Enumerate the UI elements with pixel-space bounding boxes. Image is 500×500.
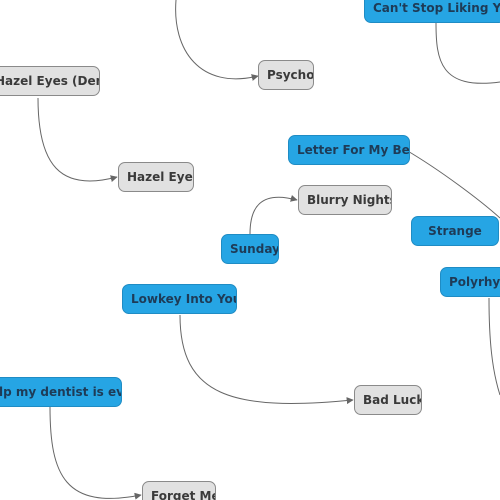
node-psycho[interactable]: Psycho [258, 60, 314, 90]
edge-letter-for-my-bed-offscreen [405, 149, 500, 219]
node-cant-stop-liking-you[interactable]: Can't Stop Liking You [364, 0, 500, 23]
edge-hazel-eyes-demo-to-hazel-eyes [37, 97, 118, 182]
edge-help-my-dentist-to-forget-me [49, 406, 142, 500]
node-blurry-nights[interactable]: Blurry Nights [298, 185, 392, 215]
node-hazel-eyes-demo[interactable]: Hazel Eyes (Demo) [0, 66, 100, 96]
edge-sunday-to-blurry-nights [249, 194, 298, 235]
node-polyrhythm[interactable]: Polyrhyth [440, 267, 500, 297]
node-hazel-eyes[interactable]: Hazel Eyes [118, 162, 194, 192]
node-strange[interactable]: Strange [411, 216, 499, 246]
node-help-my-dentist-is-evil[interactable]: lp my dentist is evil [0, 377, 122, 407]
node-forget-me[interactable]: Forget Me [142, 481, 216, 500]
node-bad-luck[interactable]: Bad Luck [354, 385, 422, 415]
node-letter-for-my-bed[interactable]: Letter For My Bed [288, 135, 410, 165]
edge-polyrhythm-offscreen [488, 297, 500, 396]
edge-cant-stop-liking-you-offscreen [435, 22, 500, 84]
edge-offscreen-to-psycho [175, 0, 259, 81]
node-sunday[interactable]: Sunday [221, 234, 279, 264]
node-lowkey-into-you[interactable]: Lowkey Into You [122, 284, 237, 314]
edge-lowkey-into-you-to-bad-luck [179, 314, 354, 405]
